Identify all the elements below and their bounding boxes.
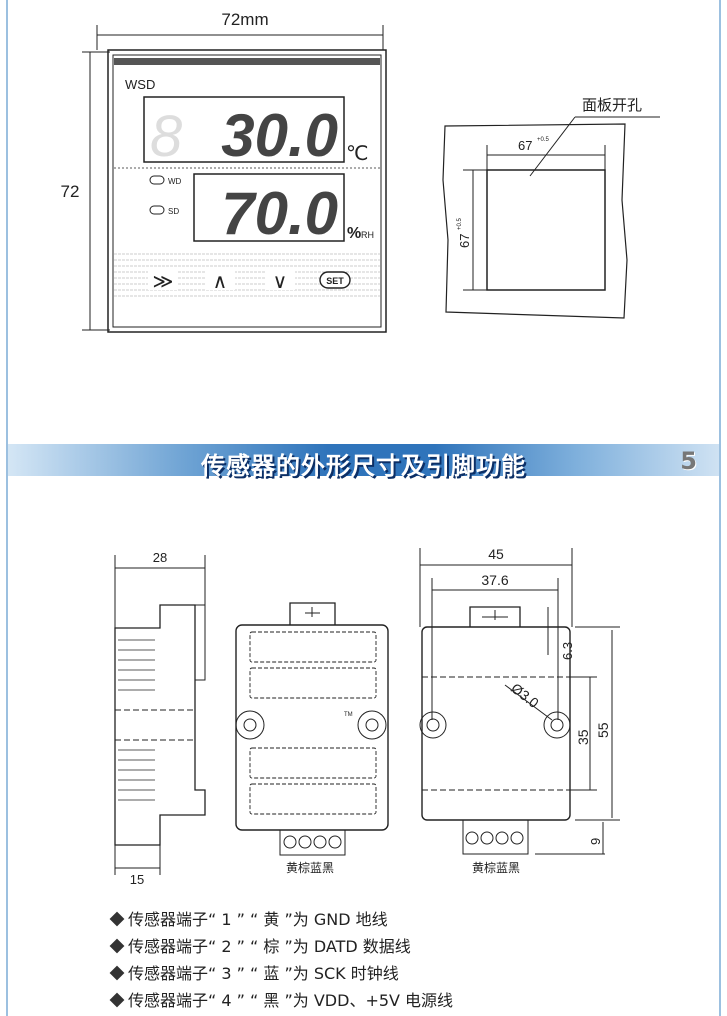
side-bottom-dim: 15 <box>130 872 144 887</box>
indicator-sd: SD <box>168 207 179 216</box>
sensor-front-view: TM 黄棕蓝黑 <box>235 602 389 875</box>
dim-hanger: 6.3 <box>560 642 575 660</box>
sensor-rear-view: 45 37.6 6.3 Ø3.0 35 55 9 黄棕蓝黑 <box>419 546 620 875</box>
pin-function-notes: 传感器端子“ 1 ” “ 黄 ”为 GND 地线 传感器端子“ 2 ” “ 棕 … <box>109 906 454 1014</box>
cutout-label: 面板开孔 <box>582 96 642 114</box>
diamond-bullet-icon <box>109 992 125 1008</box>
shift-button: ≫ <box>153 271 174 293</box>
diamond-bullet-icon <box>109 965 125 981</box>
temperature-value: 30.0 <box>221 102 338 169</box>
note-text: 传感器端子“ 1 ” “ 黄 ”为 GND 地线 <box>128 910 388 929</box>
dim-inner: 35 <box>575 729 591 745</box>
dim-height: 55 <box>595 722 611 738</box>
sensor-side-view: 28 15 <box>114 550 206 887</box>
controller-front-drawing: 72mm 72 WSD 8 30.0 ℃ WD SD 70.0 % RH ≫ ∧… <box>61 10 387 333</box>
humidity-unit-suffix: RH <box>361 230 374 240</box>
width-dimension: 72mm <box>221 10 268 29</box>
page-border-right <box>719 0 721 1016</box>
down-button: ∨ <box>273 271 288 293</box>
note-item: 传感器端子“ 3 ” “ 蓝 ”为 SCK 时钟线 <box>109 960 453 987</box>
dim-connector: 9 <box>588 838 603 845</box>
note-text: 传感器端子“ 4 ” “ 黑 ”为 VDD、+5V 电源线 <box>128 991 454 1010</box>
set-button: SET <box>326 276 344 286</box>
brand-label: WSD <box>125 77 155 92</box>
ghost-digit: 8 <box>150 104 182 169</box>
note-item: 传感器端子“ 4 ” “ 黑 ”为 VDD、+5V 电源线 <box>109 987 454 1014</box>
humidity-value: 70.0 <box>221 180 338 247</box>
temperature-display <box>143 96 345 163</box>
indicator-wd: WD <box>168 177 182 186</box>
humidity-unit: % <box>347 225 361 242</box>
page-number: 5 <box>680 447 697 475</box>
diamond-bullet-icon <box>109 938 125 954</box>
page-border-left <box>6 0 8 1016</box>
note-item: 传感器端子“ 2 ” “ 棕 ”为 DATD 数据线 <box>109 933 453 960</box>
wire-colors-rear: 黄棕蓝黑 <box>472 860 520 875</box>
dim-hole-diameter: Ø3.0 <box>508 680 542 711</box>
temperature-unit: ℃ <box>346 143 368 165</box>
cutout-height-tolerance: +0.5 <box>457 217 463 230</box>
section-banner: 传感器的外形尺寸及引脚功能 5 <box>8 444 719 480</box>
dim-width: 45 <box>488 546 504 562</box>
note-text: 传感器端子“ 3 ” “ 蓝 ”为 SCK 时钟线 <box>128 964 399 983</box>
humidity-display <box>193 173 345 242</box>
cutout-width: 67 <box>518 138 532 153</box>
diamond-bullet-icon <box>109 911 125 927</box>
wire-colors-front: 黄棕蓝黑 <box>286 860 334 875</box>
trademark: TM <box>344 712 353 718</box>
dim-hole-spacing: 37.6 <box>481 572 508 588</box>
note-text: 传感器端子“ 2 ” “ 棕 ”为 DATD 数据线 <box>128 937 411 956</box>
up-button: ∧ <box>213 271 228 293</box>
cutout-height: 67 <box>457 234 472 248</box>
section-title: 传感器的外形尺寸及引脚功能 <box>201 452 526 480</box>
side-depth-dim: 28 <box>153 550 167 565</box>
cutout-width-tolerance: +0.5 <box>537 137 550 143</box>
note-item: 传感器端子“ 1 ” “ 黄 ”为 GND 地线 <box>109 906 453 933</box>
height-dimension: 72 <box>61 182 80 201</box>
panel-cutout-drawing: 67 +0.5 67 +0.5 面板开孔 <box>442 96 660 319</box>
